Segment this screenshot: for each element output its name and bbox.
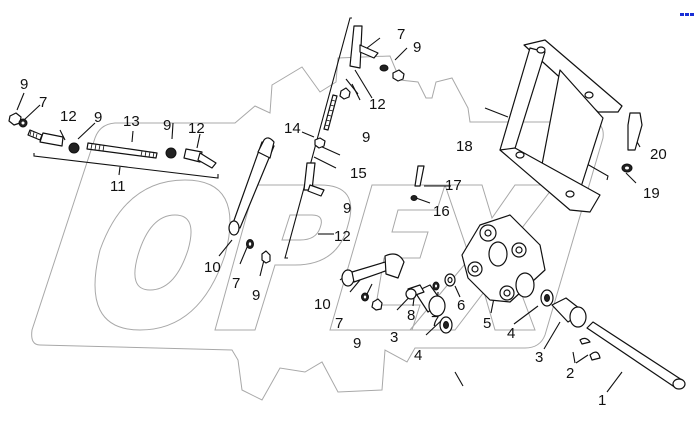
callout-16[interactable]: 16 [433,203,450,220]
part-nut-9 [339,87,351,100]
callout-15[interactable]: 15 [350,165,367,182]
leader-line [543,321,561,350]
leader-line [572,351,576,364]
callout-17[interactable]: 17 [445,177,462,194]
leader-line [454,285,461,298]
callout-19[interactable]: 19 [643,185,660,202]
bracket-11 [33,153,219,179]
callout-7[interactable]: 7 [232,275,240,292]
part-ball-joint-12 [39,132,64,147]
callout-2[interactable]: 2 [566,365,574,382]
part-nut-9 [371,298,383,311]
part-bolt-17 [414,165,425,187]
part-nut-9 [314,137,326,149]
watermark-letter-p [214,184,352,331]
callout-9[interactable]: 9 [362,129,370,146]
callout-12[interactable]: 12 [60,108,77,125]
callout-11[interactable]: 11 [110,178,126,195]
callout-5[interactable]: 5 [483,315,491,332]
callout-4[interactable]: 4 [414,347,422,364]
watermark-letter-o [94,179,231,331]
callout-18[interactable]: 18 [456,138,473,155]
callout-13[interactable]: 13 [123,113,140,130]
corner-mark [680,3,696,16]
callout-9[interactable]: 9 [94,109,102,126]
part-threaded-rod-13 [86,142,158,159]
callout-7[interactable]: 7 [39,94,47,111]
callout-9[interactable]: 9 [20,76,28,93]
part-shaft-1 [586,321,683,389]
part-washer-7 [379,64,389,72]
part-nut-9 [392,69,405,82]
bracket-14 [284,17,352,259]
part-pin-16 [410,195,418,201]
watermark [31,55,604,401]
callout-1[interactable]: 1 [598,392,606,409]
watermark-letter-p-inner [281,214,322,241]
part-stud-15 [323,94,338,131]
callout-12[interactable]: 12 [188,120,205,137]
callout-6[interactable]: 6 [457,297,465,314]
leader-lines [16,17,641,393]
leader-line [606,371,623,393]
leader-line [513,305,539,325]
leader-line [575,354,589,364]
part-nut-9 [165,147,177,159]
callouts: 9 7 12 9 13 9 12 11 10 7 9 14 7 9 12 9 1… [20,26,667,409]
part-nut-9 [68,142,80,154]
watermark-letter-o-inner [134,214,192,291]
callout-7[interactable]: 7 [335,315,343,332]
callout-7[interactable]: 7 [397,26,405,43]
parts [8,25,686,390]
part-ball-joint-12 [349,25,363,69]
part-bolt-20 [627,112,643,151]
callout-9[interactable]: 9 [353,335,361,352]
part-pin-2 [589,351,601,361]
part-nut-9 [261,250,271,264]
watermark-gear-outline [31,55,604,401]
callout-10[interactable]: 10 [204,259,221,276]
part-pin-2 [579,337,591,345]
callout-3[interactable]: 3 [390,329,398,346]
callout-4[interactable]: 4 [507,325,515,342]
callout-3[interactable]: 3 [535,349,543,366]
callout-12[interactable]: 12 [334,228,351,245]
callout-9[interactable]: 9 [252,287,260,304]
callout-9[interactable]: 9 [413,39,421,56]
callout-8[interactable]: 8 [407,307,415,324]
callout-9[interactable]: 9 [343,200,351,217]
callout-20[interactable]: 20 [650,146,667,163]
callout-10[interactable]: 10 [314,296,331,313]
callout-7[interactable]: 7 [431,313,439,330]
callout-9[interactable]: 9 [163,117,171,134]
part-ball-joint-12 [183,148,203,163]
callout-12[interactable]: 12 [369,96,386,113]
callout-14[interactable]: 14 [284,120,301,137]
